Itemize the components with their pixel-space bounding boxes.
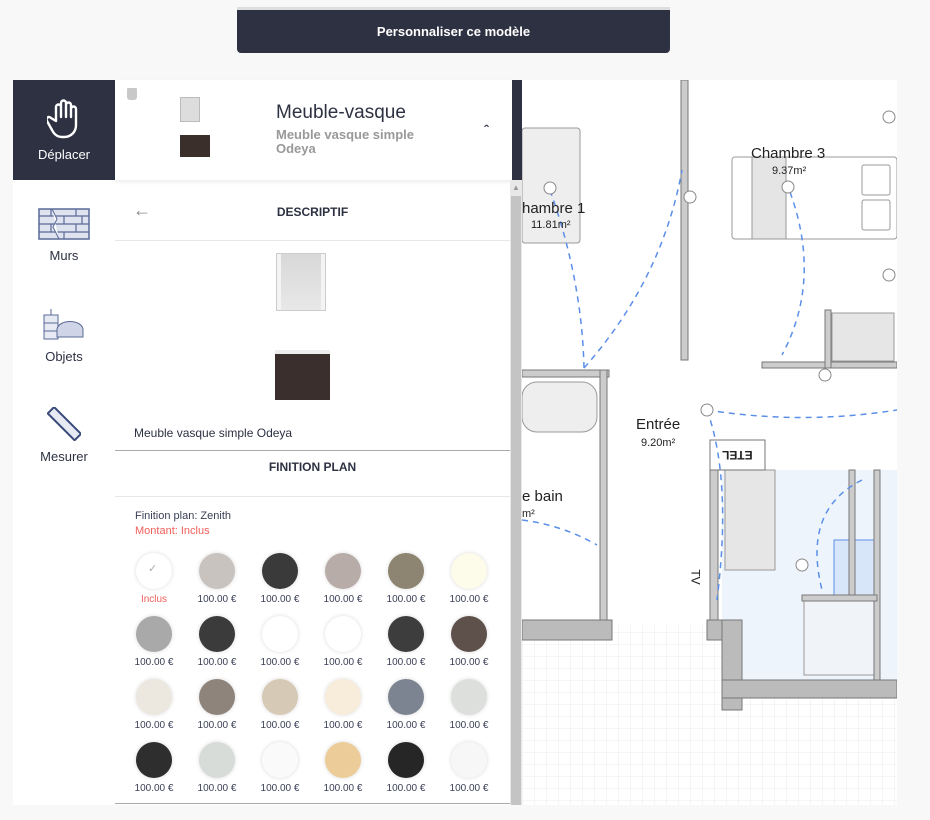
swatch-price: 100.00 € — [386, 720, 426, 731]
swatch-price: 100.00 € — [449, 657, 489, 668]
room-label: hambre 1 — [522, 200, 586, 217]
finish-swatch[interactable] — [325, 553, 361, 589]
tool-rail: Déplacer Murs Objets Mesurer — [13, 80, 115, 805]
finish-swatch[interactable] — [262, 616, 298, 652]
item-header: Meuble-vasque Meuble vasque simple Odeya… — [115, 80, 512, 180]
swatch-price: 100.00 € — [260, 657, 300, 668]
rail-item-walls[interactable]: Murs — [13, 185, 115, 285]
swatch-price: 100.00 € — [260, 594, 300, 605]
finish-swatch[interactable] — [136, 742, 172, 778]
vanity-image — [275, 350, 330, 400]
ruler-icon — [47, 406, 81, 441]
room-area: 9.20m² — [641, 437, 676, 449]
swatch-price: 100.00 € — [134, 783, 174, 794]
swatch-price: 100.00 € — [386, 657, 426, 668]
rail-item-move[interactable]: Déplacer — [13, 80, 115, 180]
finish-swatch[interactable] — [199, 742, 235, 778]
swatch-price: 100.00 € — [134, 720, 174, 731]
finish-swatch[interactable] — [199, 616, 235, 652]
finish-swatch[interactable] — [388, 679, 424, 715]
mirror-thumbnail — [180, 97, 200, 122]
room-area: 11.81m² — [531, 219, 571, 231]
room-area: 9.37m² — [772, 165, 807, 177]
finish-swatch[interactable] — [325, 742, 361, 778]
header-edge — [512, 80, 522, 180]
descriptif-title: DESCRIPTIF — [276, 205, 349, 219]
swatch-price: 100.00 € — [323, 783, 363, 794]
rail-label: Objets — [45, 348, 83, 364]
finish-swatch[interactable] — [325, 679, 361, 715]
finish-swatch[interactable] — [262, 742, 298, 778]
room-label: Entrée — [636, 416, 681, 433]
furniture-icon — [43, 308, 84, 339]
finish-swatch[interactable] — [199, 553, 235, 589]
rail-label: Mesurer — [40, 448, 88, 464]
finish-swatch[interactable] — [262, 553, 298, 589]
collapse-chevron-icon[interactable]: ˆ — [484, 122, 489, 138]
room-label: Chambre 3 — [751, 145, 826, 162]
finish-swatch[interactable] — [451, 553, 487, 589]
item-title: Meuble-vasque — [276, 102, 406, 123]
swatch-price: 100.00 € — [386, 594, 426, 605]
wall-icon — [38, 207, 90, 240]
finish-swatch[interactable] — [262, 679, 298, 715]
item-panel: Meuble-vasque Meuble vasque simple Odeya… — [115, 80, 512, 805]
finish-swatch[interactable] — [388, 553, 424, 589]
finish-swatch[interactable] — [199, 679, 235, 715]
customize-model-button[interactable]: Personnaliser ce modèle — [237, 7, 670, 53]
swatch-price: 100.00 € — [134, 657, 174, 668]
finish-swatch[interactable] — [451, 679, 487, 715]
finition-title: FINITION PLAN — [268, 460, 357, 474]
descriptif-caption: Meuble vasque simple Odeya — [134, 426, 293, 440]
rail-label: Murs — [49, 247, 79, 263]
finish-swatch[interactable] — [451, 616, 487, 652]
room-label: e bain — [522, 488, 563, 505]
swatch-price: Inclus — [140, 594, 168, 605]
swatch-price: 100.00 € — [449, 594, 489, 605]
back-arrow-icon[interactable]: ← — [133, 200, 151, 220]
rail-item-measure[interactable]: Mesurer — [13, 385, 115, 485]
finish-swatch[interactable]: ✓ — [136, 553, 172, 589]
swatch-price: 100.00 € — [197, 720, 237, 731]
finish-swatch[interactable] — [451, 742, 487, 778]
finish-swatch[interactable] — [388, 742, 424, 778]
finition-amount: Montant: Inclus — [135, 525, 210, 537]
swatch-price: 100.00 € — [449, 720, 489, 731]
mirror-image — [276, 253, 326, 311]
rail-label: Déplacer — [37, 146, 91, 162]
finish-swatch[interactable] — [325, 616, 361, 652]
hand-icon — [47, 98, 78, 138]
swatch-price: 100.00 € — [386, 783, 426, 794]
swatch-price: 100.00 € — [197, 594, 237, 605]
swatch-price: 100.00 € — [323, 720, 363, 731]
swatch-price: 100.00 € — [449, 783, 489, 794]
swatch-price: 100.00 € — [197, 783, 237, 794]
trash-icon[interactable] — [127, 88, 137, 100]
panel-scrollbar[interactable]: ▲ — [510, 180, 522, 805]
finition-selected: Finition plan: Zenith — [135, 510, 231, 522]
swatch-price: 100.00 € — [323, 657, 363, 668]
swatch-price: 100.00 € — [260, 783, 300, 794]
swatch-price: 100.00 € — [260, 720, 300, 731]
swatch-price: 100.00 € — [323, 594, 363, 605]
tv-label: TV — [688, 569, 703, 585]
rail-item-objects[interactable]: Objets — [13, 285, 115, 385]
floor-plan-canvas[interactable]: hambre 1 11.81m² Chambre 3 9.37m² Entrée… — [522, 80, 897, 805]
finish-swatch[interactable] — [136, 616, 172, 652]
finish-swatch[interactable] — [136, 679, 172, 715]
check-icon: ✓ — [148, 563, 158, 575]
etel-label: ETEL — [722, 448, 753, 462]
item-subtitle: Meuble vasque simple Odeya — [276, 127, 414, 156]
vanity-thumbnail — [180, 135, 210, 157]
floor-plan-drawing — [522, 80, 897, 805]
finish-swatch[interactable] — [388, 616, 424, 652]
swatch-price: 100.00 € — [197, 657, 237, 668]
room-area: m² — [522, 508, 535, 520]
